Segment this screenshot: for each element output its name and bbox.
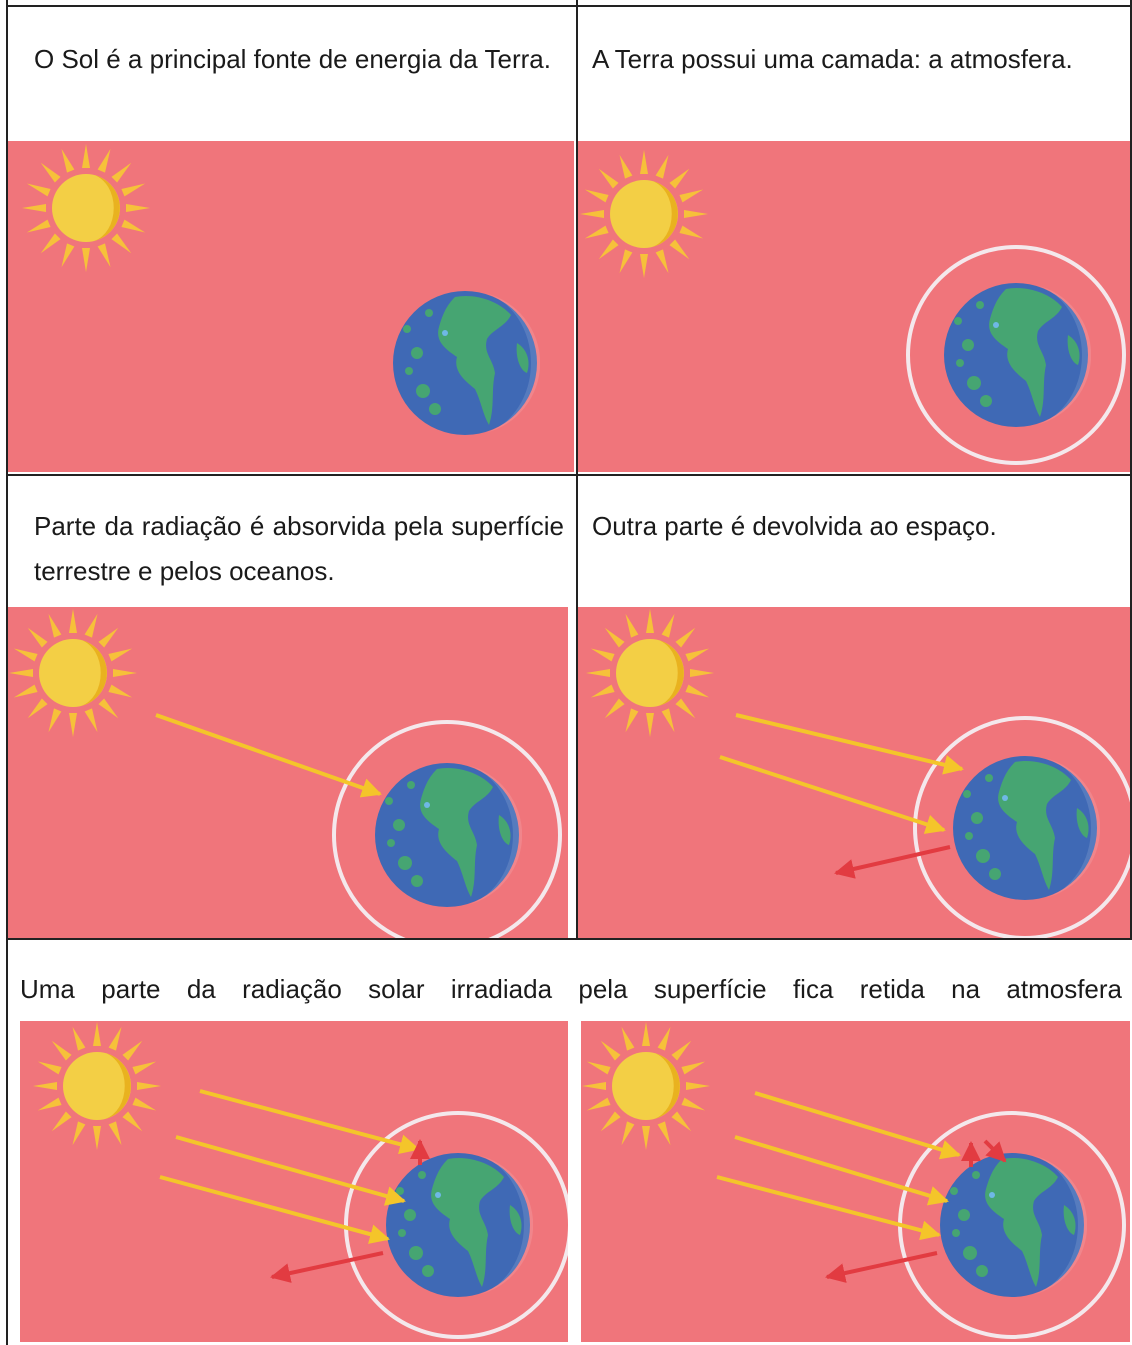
illustration-atmosphere	[578, 141, 1130, 472]
incoming-arrow	[199, 1089, 420, 1155]
illustration-retention-2	[581, 1021, 1130, 1342]
reflected-arrow	[270, 1251, 384, 1283]
sun-icon	[586, 609, 714, 737]
table-row-divider-1	[6, 474, 1132, 476]
illustration-sun-earth	[8, 141, 574, 472]
earth-icon	[944, 283, 1091, 427]
table-border-right	[1130, 0, 1132, 940]
reflected-arrow	[825, 1251, 938, 1283]
incoming-arrow	[735, 713, 964, 775]
earth-icon	[393, 291, 540, 435]
incoming-arrow	[159, 1175, 390, 1244]
caption-returned: Outra parte é devolvida ao espaço.	[592, 511, 997, 541]
retained-arrow	[983, 1139, 1007, 1163]
atmosphere-ring	[332, 720, 562, 938]
earth-icon	[386, 1153, 533, 1297]
incoming-arrow	[716, 1175, 941, 1241]
incoming-arrow	[754, 1091, 961, 1160]
illustration-absorption	[8, 607, 568, 938]
earth-icon	[953, 756, 1100, 900]
caption-absorbed: Parte da radiação é absorvida pela super…	[34, 511, 564, 586]
incoming-arrow	[734, 1135, 949, 1206]
table-border-left	[6, 0, 8, 1345]
sun-icon	[22, 144, 150, 272]
illustration-reflection	[578, 607, 1130, 938]
earth-icon	[375, 763, 522, 907]
atmosphere-ring	[913, 716, 1130, 938]
earth-icon	[940, 1153, 1087, 1297]
table-column-divider	[576, 0, 578, 940]
table-border-top	[6, 5, 1132, 7]
table-row-divider-2	[6, 938, 1132, 940]
incoming-arrow	[719, 755, 946, 834]
caption-atmosphere-layer: A Terra possui uma camada: a atmosfera.	[592, 44, 1073, 74]
atmosphere-ring	[344, 1111, 568, 1339]
atmosphere-ring	[906, 245, 1126, 465]
illustration-retention-1	[20, 1021, 568, 1342]
sun-icon	[9, 609, 137, 737]
caption-retained: Uma parte da radiação solar irradiada pe…	[20, 974, 1122, 1004]
reflected-arrow	[834, 845, 951, 879]
caption-sun-energy: O Sol é a principal fonte de energia da …	[34, 44, 551, 74]
incoming-arrow	[155, 713, 382, 798]
sun-icon	[582, 1022, 710, 1150]
sun-icon	[33, 1022, 161, 1150]
sun-icon	[580, 150, 708, 278]
incoming-arrow	[175, 1135, 406, 1206]
